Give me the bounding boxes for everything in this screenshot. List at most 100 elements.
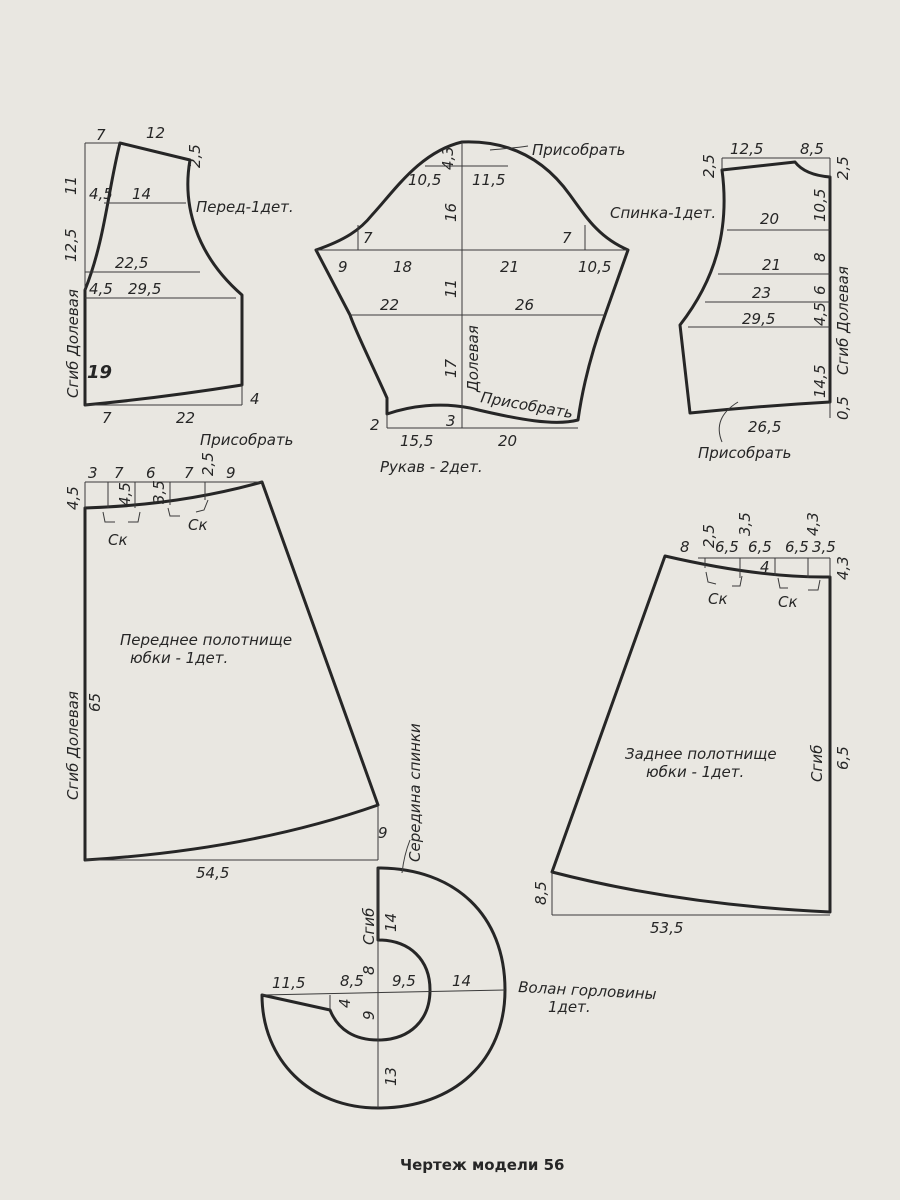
- back-skirt-construction-lines: [551, 557, 831, 916]
- front-skirt-title: Переднее полотнище: [120, 631, 292, 649]
- back-skirt-outline: [550, 554, 832, 914]
- back-skirt-dim: 4,3: [804, 512, 822, 536]
- front-title: Перед-1дет.: [196, 198, 294, 216]
- sleeve-dim: 3: [446, 412, 456, 430]
- front-skirt-dim: 6: [146, 464, 156, 482]
- front-fold-label: Сгиб Долевая: [64, 289, 82, 398]
- sleeve-dim: 16: [442, 203, 460, 222]
- sleeve-dim: 11: [442, 279, 460, 298]
- front-dim: 4,5: [89, 185, 113, 203]
- front-skirt-dim: 9: [378, 824, 388, 842]
- front-skirt-panel: 3 7 6 7 2,5 9 4,5 4,5 3,5 9 54,5 Ск Ск П…: [64, 431, 388, 882]
- front-dim: 11: [62, 176, 80, 195]
- back-skirt-title: юбки - 1дет.: [646, 763, 744, 781]
- back-dim: 8: [811, 252, 829, 262]
- back-dim: 2,5: [834, 156, 852, 180]
- flounce-title: 1дет.: [548, 998, 591, 1016]
- back-dim: 29,5: [742, 310, 775, 328]
- flounce-dim: 9,5: [392, 972, 416, 990]
- front-construction-lines: [84, 142, 243, 406]
- sleeve-dim: 18: [393, 258, 412, 276]
- back-fold-label: Сгиб Долевая: [834, 266, 852, 375]
- back-gather-label: Присобрать: [698, 444, 792, 462]
- front-skirt-dim: 4,5: [116, 482, 134, 506]
- front-skirt-gather-label: Присобрать: [200, 431, 294, 449]
- back-dim: 6: [811, 285, 829, 295]
- back-skirt-fold-label: Сгиб: [808, 745, 826, 782]
- front-skirt-title: юбки - 1дет.: [130, 649, 228, 667]
- back-dim: 23: [752, 284, 771, 302]
- back-skirt-dim: 6,5: [834, 746, 852, 770]
- back-bodice: 2,5 12,5 8,5 2,5 20 10,5 21 8 23 6 29,5 …: [610, 140, 852, 462]
- sleeve-grain-label: Долевая: [464, 325, 482, 393]
- drawing-caption: Чертеж модели 56: [400, 1156, 565, 1174]
- sleeve-dim: 20: [498, 432, 517, 450]
- front-skirt-construction-lines: [84, 481, 379, 861]
- back-construction-lines: [688, 157, 831, 418]
- sleeve-dim: 10,5: [578, 258, 611, 276]
- front-dim: 12,5: [62, 229, 80, 262]
- back-dim: 12,5: [730, 140, 763, 158]
- sleeve-title: Рукав - 2дет.: [380, 458, 483, 476]
- front-dim: 29,5: [128, 280, 161, 298]
- back-skirt-dim: 53,5: [650, 919, 683, 937]
- center-back-leader: [401, 839, 411, 874]
- flounce-outline: [260, 866, 507, 1110]
- sleeve-gather-top: Присобрать: [532, 141, 626, 159]
- front-skirt-fold-number: 65: [86, 693, 104, 712]
- back-skirt-dim: 6,5: [715, 538, 739, 556]
- center-back-label: Середина спинки: [406, 723, 424, 862]
- back-dim: 0,5: [834, 396, 852, 420]
- back-skirt-dim: 4,3: [834, 556, 852, 580]
- sleeve-gather-bottom: Присобрать: [479, 388, 574, 422]
- back-skirt-dim: 3,5: [736, 512, 754, 536]
- sleeve-dim: 22: [380, 296, 399, 314]
- front-outline: [83, 141, 244, 407]
- back-skirt-dim: 2,5: [700, 524, 718, 548]
- sleeve-gather-leader: [489, 145, 529, 151]
- front-bodice: 7 12 2,5 11 4,5 14 12,5 22,5 4,5 29,5 19…: [62, 124, 294, 427]
- back-dim: 2,5: [700, 154, 718, 178]
- flounce-dim: 8,5: [340, 972, 364, 990]
- front-skirt-dim: 3,5: [150, 480, 168, 504]
- front-dim: 22,5: [115, 254, 148, 272]
- sleeve-dim: 26: [515, 296, 534, 314]
- back-title: Спинка-1дет.: [610, 204, 716, 222]
- front-skirt-dim: 3: [88, 464, 98, 482]
- sleeve-dim: 10,5: [408, 171, 441, 189]
- front-dim: 7: [102, 409, 112, 427]
- flounce-dim: 13: [382, 1067, 400, 1086]
- front-dim: 19: [87, 362, 112, 383]
- front-dim: 14: [132, 185, 151, 203]
- back-skirt-tuck: Ск: [778, 593, 798, 611]
- front-skirt-dim: 7: [114, 464, 124, 482]
- front-skirt-tuck: Ск: [188, 516, 208, 534]
- sleeve-dim: 4,3: [439, 146, 457, 170]
- flounce-construction-lines: [261, 868, 506, 1108]
- sleeve-dim: 7: [363, 229, 373, 247]
- back-dim: 20: [760, 210, 779, 228]
- back-dim: 10,5: [811, 189, 829, 222]
- flounce-dim: 14: [452, 972, 471, 990]
- flounce-dim: 11,5: [272, 974, 305, 992]
- sleeve-dim: 21: [500, 258, 519, 276]
- front-dim: 4: [250, 390, 260, 408]
- front-dim: 22: [176, 409, 195, 427]
- back-skirt-dim: 3,5: [812, 538, 836, 556]
- front-skirt-outline: [83, 480, 380, 862]
- back-skirt-dim: 8,5: [532, 881, 550, 905]
- front-dim: 12: [146, 124, 165, 142]
- sleeve-dim: 9: [338, 258, 348, 276]
- flounce-dim: 9: [360, 1010, 378, 1020]
- back-gather-leader: [718, 401, 739, 443]
- front-skirt-dim: 54,5: [196, 864, 229, 882]
- back-skirt-title: Заднее полотнище: [625, 745, 777, 763]
- back-outline: [678, 160, 832, 415]
- back-skirt-dim: 8: [680, 538, 690, 556]
- front-skirt-dim: 2,5: [199, 452, 217, 476]
- front-skirt-dim: 7: [184, 464, 194, 482]
- sleeve-dim: 7: [562, 229, 572, 247]
- sleeve-dim: 2: [370, 416, 380, 434]
- back-dim: 21: [762, 256, 781, 274]
- flounce-dim: 8: [360, 965, 378, 975]
